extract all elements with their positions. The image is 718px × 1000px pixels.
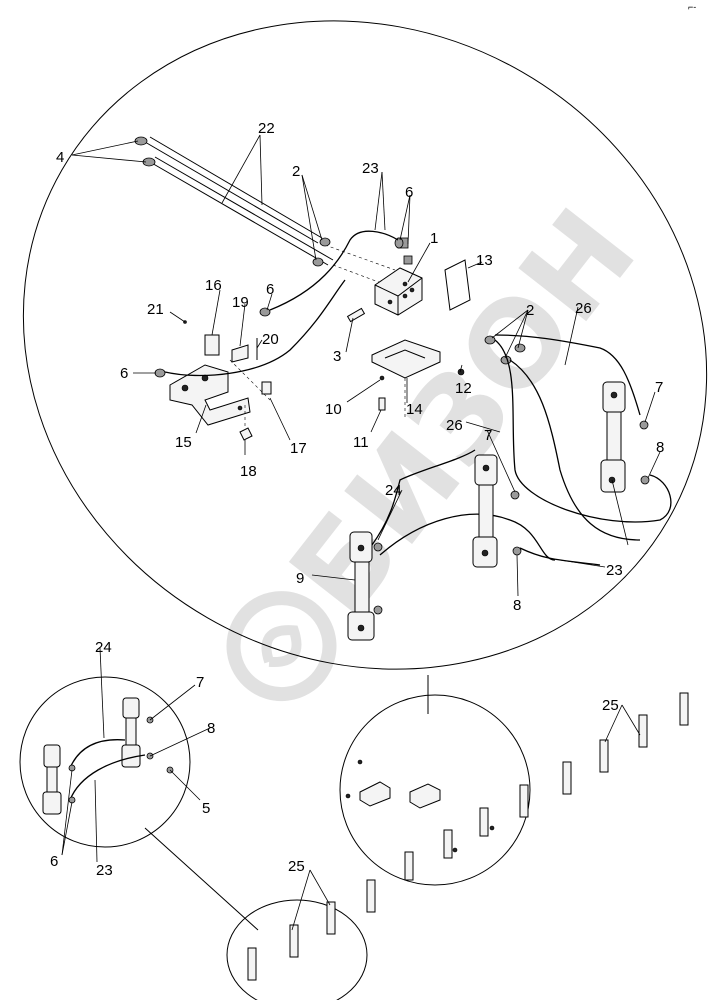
center-detail-parts [345,759,495,881]
callout-17: 17 [290,440,307,457]
callout-7-left: 7 [196,674,204,691]
washer-10 [379,375,385,381]
callout-14: 14 [406,401,423,418]
callout-8-center: 8 [513,597,521,614]
fitting-6-left [259,307,271,317]
steel-tubes [144,136,401,291]
callout-26-right: 26 [575,300,592,317]
callout-23-top: 23 [362,160,379,177]
callout-20: 20 [262,331,279,348]
callout-2-top: 2 [292,163,300,180]
callout-18: 18 [240,463,257,480]
mounting-plate [371,339,441,420]
nut-18 [239,427,253,441]
callout-19: 19 [232,294,249,311]
callout-12: 12 [455,380,472,397]
callout-4: 4 [56,149,64,166]
callout-21: 21 [147,301,164,318]
callout-23-right: 23 [606,562,623,579]
callout-13: 13 [476,252,493,269]
fitting-6-block [394,237,404,249]
bracket-15 [169,364,251,426]
callout-3: 3 [333,348,341,365]
detail-circle-center [339,694,531,886]
callout-7-right: 7 [655,379,663,396]
detail-ellipse-main [22,20,708,670]
cylinder-right [600,381,650,493]
detail-circle-left [19,676,191,848]
cylinder-array [247,692,689,981]
callout-7-center: 7 [484,427,492,444]
callout-23-detail: 23 [96,862,113,879]
hoses [164,230,672,566]
fitting-6-lower [154,368,166,378]
detail-circle-bottom [226,899,368,1000]
callout-25-right: 25 [602,697,619,714]
clip-19 [231,344,249,363]
handle-loop [444,259,471,311]
bolt-17 [261,381,272,395]
callout-22: 22 [258,120,275,137]
callout-8-left: 8 [207,720,215,737]
callout-6-detail: 6 [50,853,58,870]
callout-10: 10 [325,401,342,418]
callout-24-left: 24 [95,639,112,656]
callout-2-right: 2 [526,302,534,319]
callout-16: 16 [205,277,222,294]
callout-8-right: 8 [656,439,664,456]
watermark: БИЗОН [226,184,662,702]
left-detail-parts [42,697,174,815]
callout-1: 1 [430,230,438,247]
callout-24-main: 24 [385,482,402,499]
fittings-4 [134,136,156,167]
clamp-16 [204,334,220,356]
bolt-11 [378,397,386,411]
callout-15: 15 [175,434,192,451]
cylinder-center [472,454,522,568]
callout-26-mid: 26 [446,417,463,434]
leader-lines [61,134,661,931]
watermark-text: БИЗОН [263,184,662,641]
cylinder-9 [347,531,383,641]
corner-mark: ⌐- [688,2,696,12]
callout-labels: 4 22 2 23 6 1 13 16 6 19 21 20 3 6 10 14… [50,120,664,879]
callout-6-lower: 6 [120,365,128,382]
callout-6-left: 6 [266,281,274,298]
callout-25-bottom: 25 [288,858,305,875]
callout-11: 11 [353,434,369,451]
callout-5: 5 [202,800,210,817]
valve-block [374,237,423,316]
callout-6-top: 6 [405,184,413,201]
connector-line-left [144,827,259,931]
callout-9: 9 [296,570,304,587]
pin-3 [346,307,366,323]
